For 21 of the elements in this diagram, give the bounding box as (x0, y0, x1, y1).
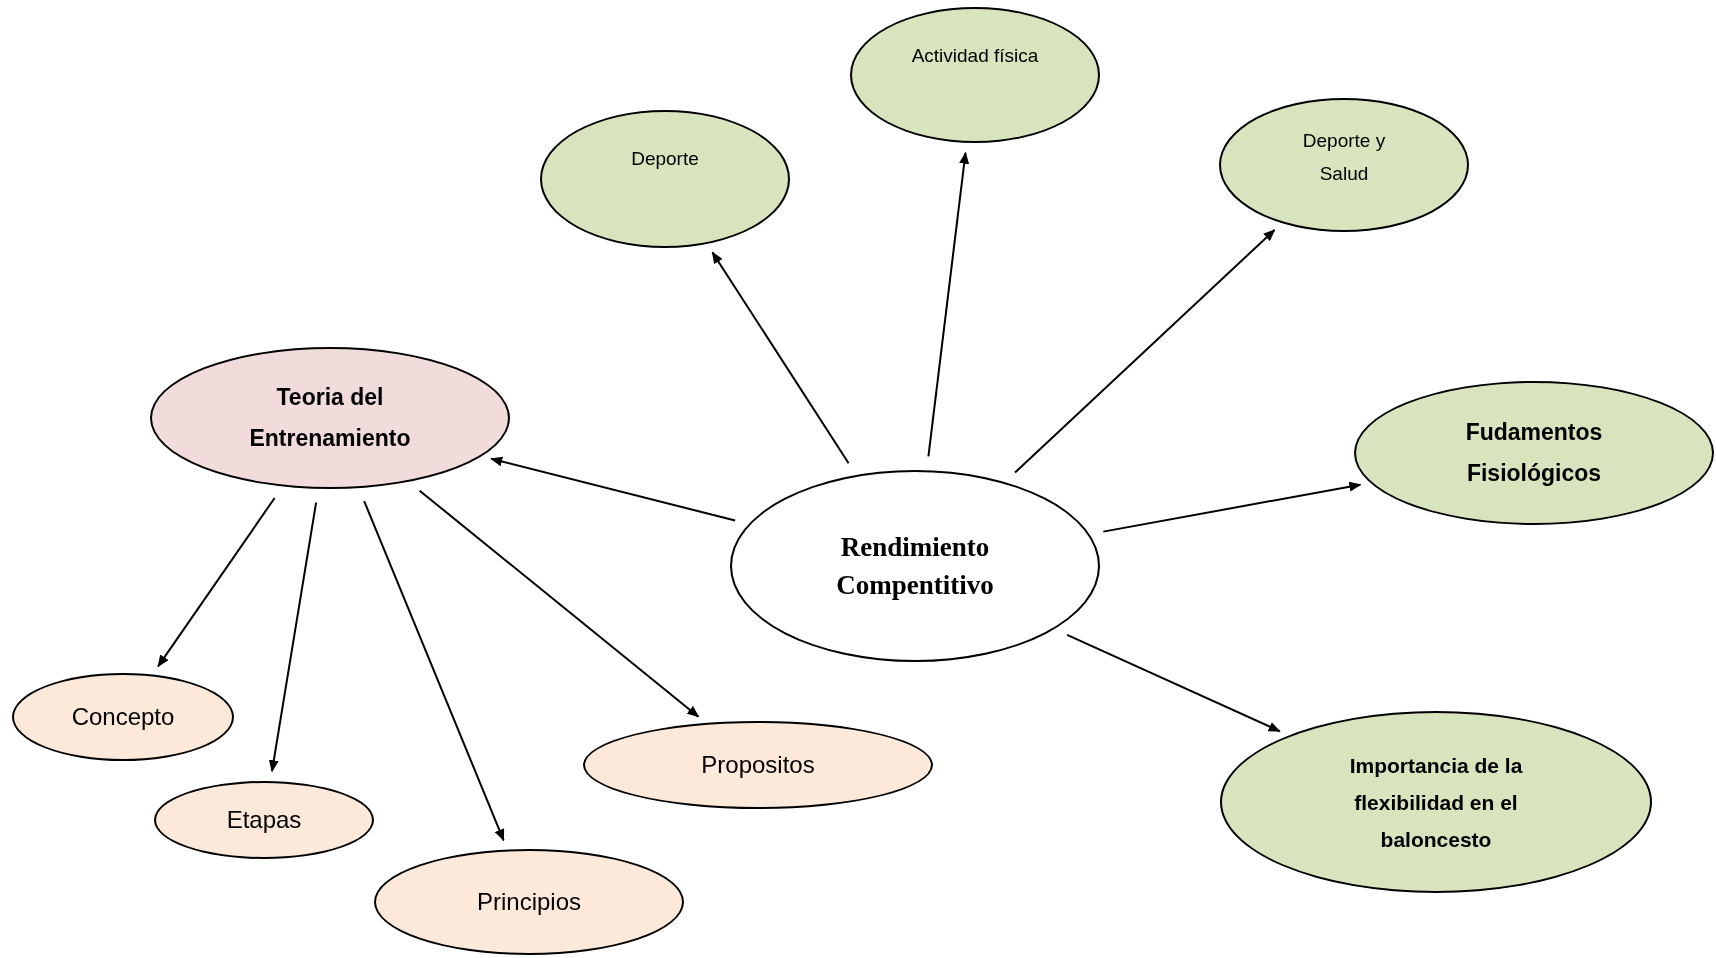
arrow (418, 489, 700, 718)
arrow (1066, 633, 1281, 733)
arrow (1014, 228, 1276, 474)
node-label: Teoria del Entrenamiento (248, 383, 412, 453)
arrow (711, 251, 850, 465)
node-label: Etapas (226, 805, 302, 835)
arrow (490, 456, 737, 522)
node-label: Principios (476, 887, 581, 917)
arrow (927, 151, 970, 458)
arrow (1102, 481, 1362, 533)
arrow (157, 497, 276, 668)
node-label: Actividad física (911, 44, 1039, 68)
node-label: Deporte (631, 147, 699, 171)
node-label: Propositos (701, 750, 815, 780)
arrow (363, 500, 505, 842)
node-label: Deporte y Salud (1301, 129, 1387, 186)
node-label: Concepto (71, 702, 175, 732)
arrow (268, 501, 318, 773)
node-label: Importancia de la flexibilidad en el baloncesto (1348, 752, 1524, 853)
node-label: Rendimiento Compentitivo (835, 531, 995, 602)
node-label: Fudamentos Fisiológicos (1464, 418, 1604, 488)
